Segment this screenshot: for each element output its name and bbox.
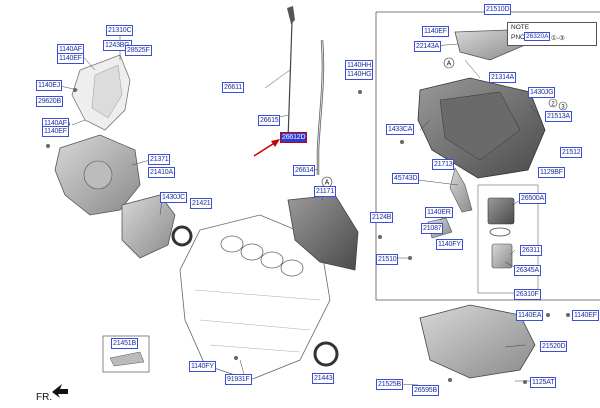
- oil-level-gauge-part: [287, 6, 325, 175]
- upper-oil-pan-part: [417, 29, 546, 179]
- part-callout[interactable]: 26595B: [412, 385, 439, 396]
- part-callout[interactable]: 22143A: [414, 41, 441, 52]
- part-callout[interactable]: 1433CA: [386, 124, 415, 135]
- cylinder-block-part: [179, 214, 339, 381]
- front-direction-label: FR.: [36, 392, 53, 403]
- part-callout[interactable]: 1140EF: [57, 53, 84, 64]
- part-callout[interactable]: 1140ER: [425, 207, 453, 218]
- part-callout[interactable]: 1140EF: [422, 26, 449, 37]
- part-callout[interactable]: 1140EF: [42, 126, 69, 137]
- part-callout[interactable]: 1430JC: [160, 192, 187, 203]
- part-callout[interactable]: 21520D: [540, 341, 568, 352]
- highlight-pointer-arrow: [253, 139, 280, 157]
- part-callout[interactable]: 1125AT: [530, 377, 557, 388]
- part-callout[interactable]: 21087: [421, 223, 444, 234]
- part-callout[interactable]: 26345A: [514, 265, 541, 276]
- part-callout-highlighted[interactable]: 26612D: [280, 132, 308, 143]
- pnc-code-callout[interactable]: 26320A: [524, 32, 551, 41]
- lower-oil-pan-part: [419, 304, 536, 379]
- note-label: NOTE: [511, 24, 530, 31]
- part-callout[interactable]: 1140FY: [189, 361, 216, 372]
- part-callout[interactable]: 2124B: [370, 212, 394, 223]
- part-callout[interactable]: 45743D: [392, 173, 420, 184]
- part-callout[interactable]: 29620B: [36, 96, 63, 107]
- part-callout[interactable]: 21525B: [376, 379, 403, 390]
- part-callout[interactable]: 1140FY: [436, 239, 463, 250]
- timing-chain-cover-part: [54, 54, 193, 259]
- part-callout[interactable]: 28525F: [125, 45, 152, 56]
- pnc-label: PNC: [511, 34, 525, 41]
- part-callout[interactable]: 21713: [432, 159, 455, 170]
- gasket-inset-part: [109, 351, 145, 367]
- part-callout[interactable]: 21513A: [545, 111, 572, 122]
- part-callout[interactable]: 1140EA: [516, 310, 544, 321]
- part-callout[interactable]: 26615: [258, 115, 281, 126]
- marker-text: 2: [551, 101, 555, 107]
- pnc-refs: ①-③: [551, 35, 565, 42]
- part-callout[interactable]: 26310F: [514, 289, 541, 300]
- part-callout[interactable]: 1430JG: [528, 87, 556, 98]
- part-callout[interactable]: 21310C: [106, 25, 134, 36]
- part-callout[interactable]: 21421: [190, 198, 213, 209]
- ref-marker-3: 3: [558, 101, 568, 110]
- part-callout[interactable]: 1140HG: [345, 69, 374, 80]
- part-callout[interactable]: 1140EJ: [36, 80, 63, 91]
- part-callout[interactable]: 26611: [222, 82, 244, 93]
- part-callout[interactable]: 21314A: [489, 72, 516, 83]
- part-callout[interactable]: 21510D: [484, 4, 512, 15]
- oil-filter-part: [427, 167, 539, 294]
- part-callout[interactable]: 21443: [312, 373, 335, 384]
- bolt-markers: [46, 88, 570, 384]
- part-callout[interactable]: 1140EF: [572, 310, 599, 321]
- ref-marker-2: 2: [548, 98, 558, 107]
- part-callout[interactable]: 26614: [293, 165, 316, 176]
- part-callout[interactable]: 21451B: [111, 338, 138, 349]
- part-callout[interactable]: 21512: [560, 147, 583, 158]
- marker-text: A: [447, 61, 452, 68]
- part-callout[interactable]: 21410A: [148, 167, 175, 178]
- part-callout[interactable]: 1129BF: [538, 167, 565, 178]
- front-direction-arrow-icon: [52, 384, 68, 398]
- part-callout[interactable]: 21371: [148, 154, 171, 165]
- part-callout[interactable]: 21510: [376, 254, 399, 265]
- pnc-note-box: NOTE PNC 26320A ①-③: [507, 22, 597, 46]
- part-callout[interactable]: 26500A: [519, 193, 546, 204]
- part-callout[interactable]: 91931F: [225, 374, 252, 385]
- part-callout[interactable]: 21171: [314, 186, 336, 197]
- marker-text: 3: [561, 104, 565, 110]
- marker-text: A: [325, 180, 330, 187]
- section-marker-a1: A: [443, 57, 455, 69]
- part-callout[interactable]: 26311: [520, 245, 542, 256]
